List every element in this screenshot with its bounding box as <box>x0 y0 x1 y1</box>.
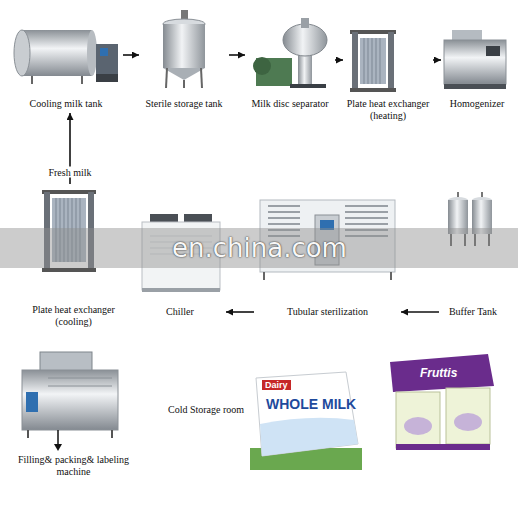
process-step: Plate heat exchanger (cooling) <box>25 185 122 330</box>
homogenizer-illustration <box>444 30 506 89</box>
step-caption: Sterile storage tank <box>143 98 224 113</box>
step-caption: Plate heat exchanger (cooling) <box>25 304 122 330</box>
flow-arrow <box>226 311 254 313</box>
filling-machine-illustration <box>57 430 59 446</box>
brand-logo: Dairy <box>262 380 291 390</box>
plate-exchanger-illustration <box>42 190 96 194</box>
plate-exchanger-illustration <box>352 32 358 92</box>
watermark: en.china.com <box>172 233 347 263</box>
chiller-illustration <box>184 214 212 222</box>
storage-tank-illustration <box>183 80 185 88</box>
step-note: Cold Storage room <box>168 404 244 415</box>
cooling-tank-illustration <box>96 74 118 82</box>
storage-tank-illustration <box>181 10 188 20</box>
yogurt-photo <box>454 413 482 431</box>
watermark-band <box>0 228 518 268</box>
plate-exchanger-illustration <box>350 88 396 92</box>
process-step: Chiller <box>135 208 225 320</box>
chiller-illustration <box>142 288 220 292</box>
filling-machine-illustration <box>22 370 118 430</box>
flow-arrow <box>433 59 441 61</box>
edge-label: Fresh milk <box>46 166 93 177</box>
homogenizer-illustration <box>444 40 506 84</box>
chiller-illustration <box>150 214 178 222</box>
storage-tank-illustration <box>163 24 205 68</box>
step-caption: Plate heat exchanger (heating) <box>344 98 432 124</box>
yogurt-photo <box>396 392 440 448</box>
step-caption: Cooling milk tank <box>28 98 105 113</box>
filling-machine-illustration <box>40 352 92 372</box>
step-caption: Tubular sterilization <box>285 306 370 321</box>
separator-illustration <box>253 18 327 88</box>
plate-exchanger-illustration <box>388 32 394 92</box>
cooling-tank-illustration <box>22 30 92 76</box>
product-name: WHOLE MILK <box>266 396 356 412</box>
filling-machine-illustration <box>27 430 29 438</box>
milk-bag-photo <box>256 372 358 456</box>
step-caption: Filling& packing& labeling machine <box>12 454 135 480</box>
cooling-tank-illustration <box>100 48 108 56</box>
milk-bag-photo <box>260 418 358 456</box>
yogurt-photo <box>446 388 490 444</box>
filling-machine-illustration <box>22 352 118 451</box>
buffer-tank-illustration <box>481 192 483 197</box>
cooling-tank-illustration <box>14 30 30 76</box>
process-step: Cooling milk tank <box>10 20 122 112</box>
tubular-sterilizer-illustration <box>390 272 392 280</box>
step-caption: Homogenizer <box>448 98 506 113</box>
homogenizer-illustration <box>452 30 482 40</box>
homogenizer-illustration <box>444 84 506 89</box>
filling-machine-illustration <box>48 378 112 386</box>
separator-illustration <box>283 24 327 56</box>
storage-tank-illustration <box>166 68 167 88</box>
process-step: Homogenizer <box>442 26 512 112</box>
process-step: Buffer Tank <box>440 188 506 320</box>
separator-illustration <box>253 57 271 75</box>
step-caption: Milk disc separator <box>249 98 330 113</box>
flow-arrow <box>401 311 439 313</box>
flow-arrow <box>335 59 343 61</box>
flow-arrow <box>123 54 139 56</box>
yogurt-photo <box>404 417 432 435</box>
process-step: Sterile storage tank <box>140 6 228 112</box>
brand-logo: Fruttis <box>420 366 457 380</box>
flow-arrow <box>229 54 245 56</box>
plate-exchanger-illustration <box>350 30 396 92</box>
cooling-tank-illustration <box>31 76 33 84</box>
separator-illustration <box>290 84 326 88</box>
filling-machine-illustration <box>26 392 38 412</box>
process-step: Milk disc separator <box>246 14 334 112</box>
step-caption: Chiller <box>164 306 196 321</box>
storage-tank-illustration <box>163 10 205 88</box>
plate-exchanger-illustration <box>364 38 380 84</box>
filling-machine-illustration <box>111 430 113 438</box>
cooling-tank-illustration <box>87 30 97 76</box>
cooling-tank-illustration <box>81 76 83 84</box>
plate-exchanger-illustration <box>42 268 96 272</box>
process-step: Filling& packing& labeling machine <box>12 345 135 480</box>
step-caption: Buffer Tank <box>447 306 499 321</box>
homogenizer-illustration <box>486 46 500 56</box>
process-step: Plate heat exchanger (heating) <box>344 26 432 124</box>
separator-illustration <box>298 52 312 86</box>
buffer-tank-illustration <box>457 192 459 197</box>
tubular-sterilizer-illustration <box>263 272 265 280</box>
filling-machine-illustration <box>54 444 62 451</box>
cooling-tank-illustration <box>96 44 118 74</box>
storage-tank-illustration <box>201 68 202 88</box>
plate-exchanger-illustration <box>360 38 386 84</box>
yogurt-photo <box>390 354 494 450</box>
separator-illustration <box>301 18 309 28</box>
milk-bag-photo <box>250 372 362 470</box>
yogurt-photo <box>390 354 494 392</box>
yogurt-photo <box>396 444 490 450</box>
cooling-tank-illustration <box>14 30 118 84</box>
storage-tank-illustration <box>163 68 205 80</box>
